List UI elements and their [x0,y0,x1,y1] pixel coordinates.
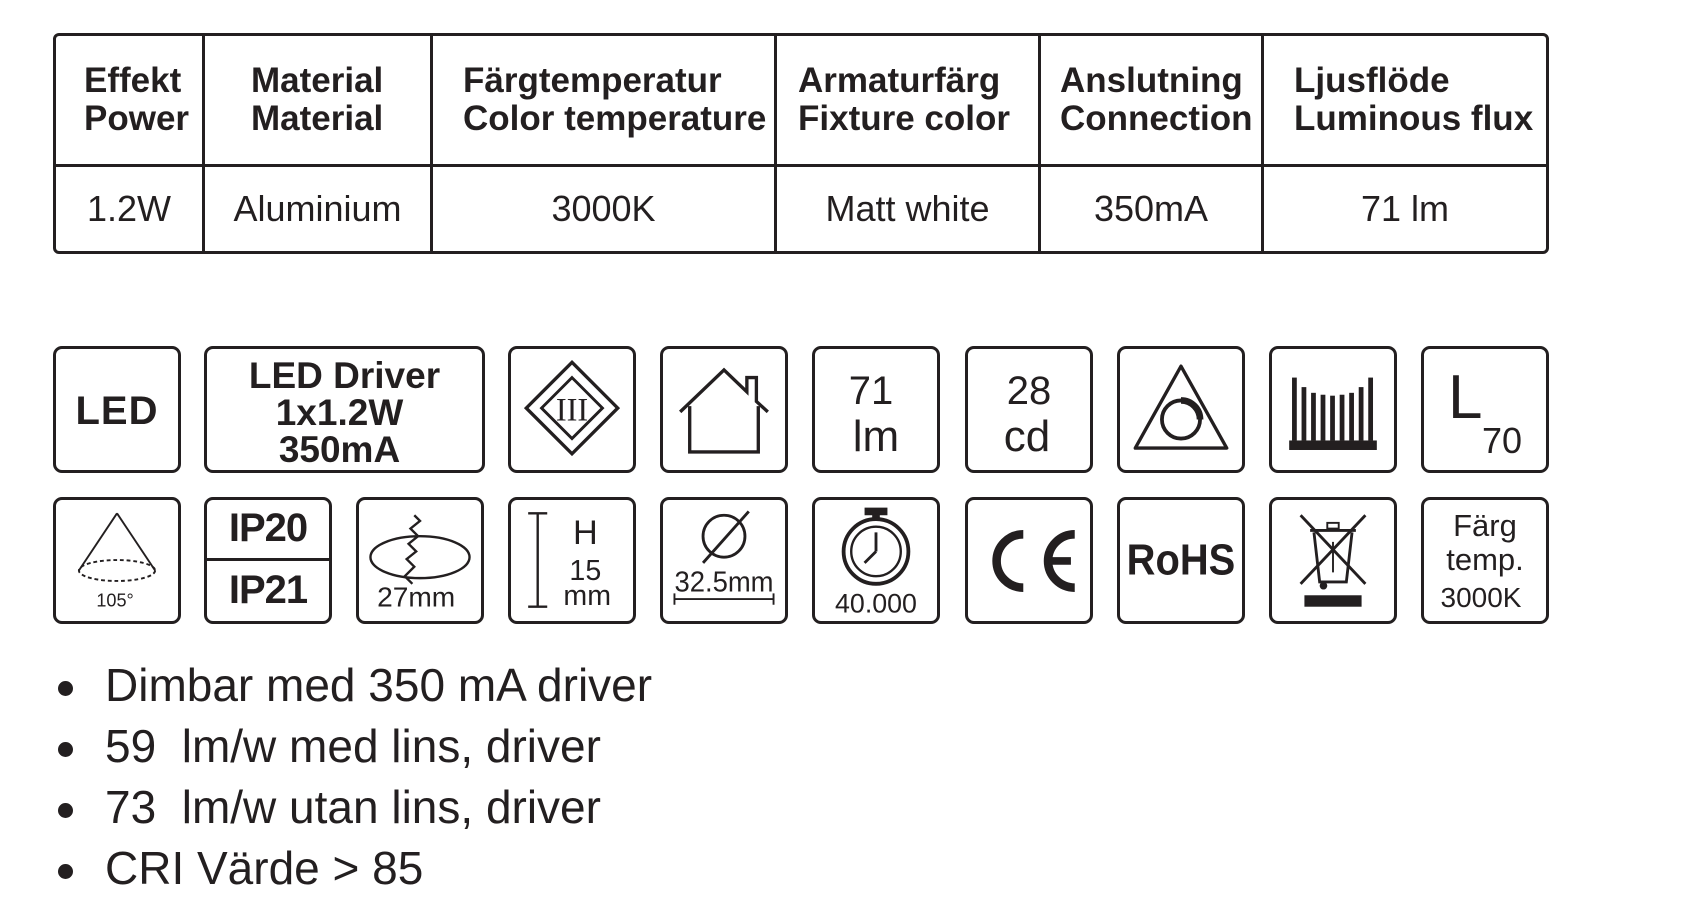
candela-icon: 28 cd [965,346,1093,473]
heat-sink-icon [1269,346,1397,473]
driver-icon: LED Driver 1x1.2W 350mA [204,346,485,473]
value-connection: 350mA [1041,167,1264,251]
flux-icon: 71 lm [812,346,940,473]
svg-text:RoHS: RoHS [1127,535,1236,584]
driver-spec: 1x1.2W [275,392,404,433]
indoor-house-icon [660,346,788,473]
driver-current: 350mA [278,429,401,470]
svg-text:27mm: 27mm [377,582,455,613]
svg-text:32.5mm: 32.5mm [674,566,773,598]
value-power: 1.2W [56,167,205,251]
class-iii-icon: III [508,346,636,473]
weee-bin-icon [1269,497,1397,624]
value-material: Aluminium [205,167,433,251]
lifetime-icon: 40.000 [812,497,940,624]
l70-icon: L 70 [1421,346,1549,473]
list-item: Dimbar med 350 mA driver [55,655,652,716]
diameter-icon: 32.5mm [660,497,788,624]
svg-text:15: 15 [569,555,601,587]
value-luminous-flux: 71 lm [1360,188,1450,229]
svg-text:mm: mm [563,580,611,612]
value-color-temperature: 3000K [433,167,777,251]
value-fixture-color: Matt white [777,167,1041,251]
cutout-depth-icon: 27mm [356,497,484,624]
dimmable-icon [1117,346,1245,473]
list-item: 73 lm/w utan lins, driver [55,777,652,838]
driver-title: LED Driver [248,355,441,396]
rohs-icon: RoHS [1117,497,1245,624]
ce-mark-icon [965,497,1093,624]
ip-rating-icon: IP20 IP21 [204,497,332,624]
svg-text:105°: 105° [96,591,133,611]
beam-angle-icon: 105° [53,497,181,624]
svg-text:III: III [556,392,588,428]
feature-list: Dimbar med 350 mA driver 59 lm/w med lin… [55,655,652,899]
list-item: 59 lm/w med lins, driver [55,716,652,777]
spec-value-row: 1.2W Aluminium 3000K Matt white 350mA 71… [56,167,1546,251]
color-temp-icon: Färg temp. 3000K [1421,497,1549,624]
svg-text:40.000: 40.000 [835,588,917,618]
list-item: CRI Värde > 85 [55,838,652,899]
led-icon: LED [53,346,181,473]
height-icon: H 15 mm [508,497,636,624]
svg-text:H: H [573,514,598,552]
